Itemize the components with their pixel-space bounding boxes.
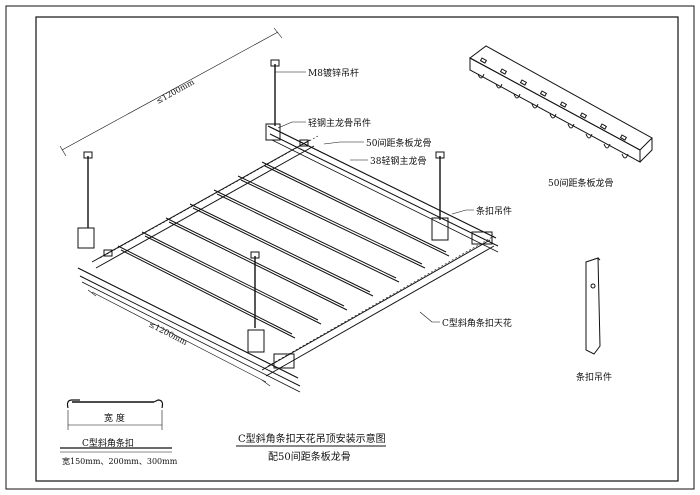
strip-hanger-detail (585, 257, 601, 355)
label-main-keel-hanger: 轻钢主龙骨吊件 (308, 117, 371, 129)
leader-lines (275, 71, 474, 323)
hanger-rod (265, 59, 281, 141)
inner-frame (35, 16, 679, 482)
hanger-rod (247, 251, 265, 353)
keel-teeth (477, 73, 629, 159)
c-profile-section (60, 399, 172, 453)
ceiling-assembly: ≤1200mm ≤1200mm (59, 27, 499, 393)
keel-50-detail (469, 45, 653, 163)
ceiling-strip (237, 175, 426, 269)
main-keel-bottom (77, 267, 301, 393)
drawing-title: C型斜角条扣天花吊顶安装示意图 (238, 432, 386, 445)
label-strip-hanger: 条扣吊件 (476, 205, 512, 217)
main-keel-top (267, 125, 499, 253)
ceiling-strip (165, 217, 348, 311)
label-c-panel: C型斜角条扣天花 (442, 317, 512, 329)
keel-clips (103, 139, 493, 369)
ceiling-strip (189, 203, 374, 297)
dimension-bottom: ≤1200mm (87, 289, 271, 387)
dimension-top: ≤1200mm (59, 27, 283, 157)
hanger-rod (77, 151, 95, 249)
strip-keel-back (261, 235, 495, 377)
label-hanger-detail: 条扣吊件 (576, 371, 612, 383)
drawing-subtitle: 配50间距条板龙骨 (268, 450, 351, 463)
section-name: C型斜角条扣 (82, 437, 134, 449)
label-keel-50-detail: 50间距条板龙骨 (548, 177, 613, 189)
ceiling-strips (117, 161, 450, 339)
ceiling-strip (117, 245, 296, 339)
strip-keel-front (91, 135, 319, 269)
section-sizes: 宽150mm、200mm、300mm (62, 456, 178, 466)
ceiling-strip (261, 161, 450, 257)
dimension-top-label: ≤1200mm (155, 77, 197, 106)
keel-slots (479, 57, 628, 141)
hanger-rods (77, 59, 449, 353)
hanger-rod (431, 151, 449, 241)
ceiling-strip (213, 189, 400, 283)
dimension-bottom-label: ≤1200mm (147, 320, 189, 347)
label-keel-50: 50间距条板龙骨 (366, 137, 431, 149)
label-m8-rod: M8镀锌吊杆 (308, 67, 359, 79)
outer-frame (5, 5, 695, 490)
section-width-label: 宽 度 (104, 412, 125, 424)
ceiling-strip (141, 231, 322, 325)
label-main-keel-38: 38轻钢主龙骨 (370, 155, 426, 167)
